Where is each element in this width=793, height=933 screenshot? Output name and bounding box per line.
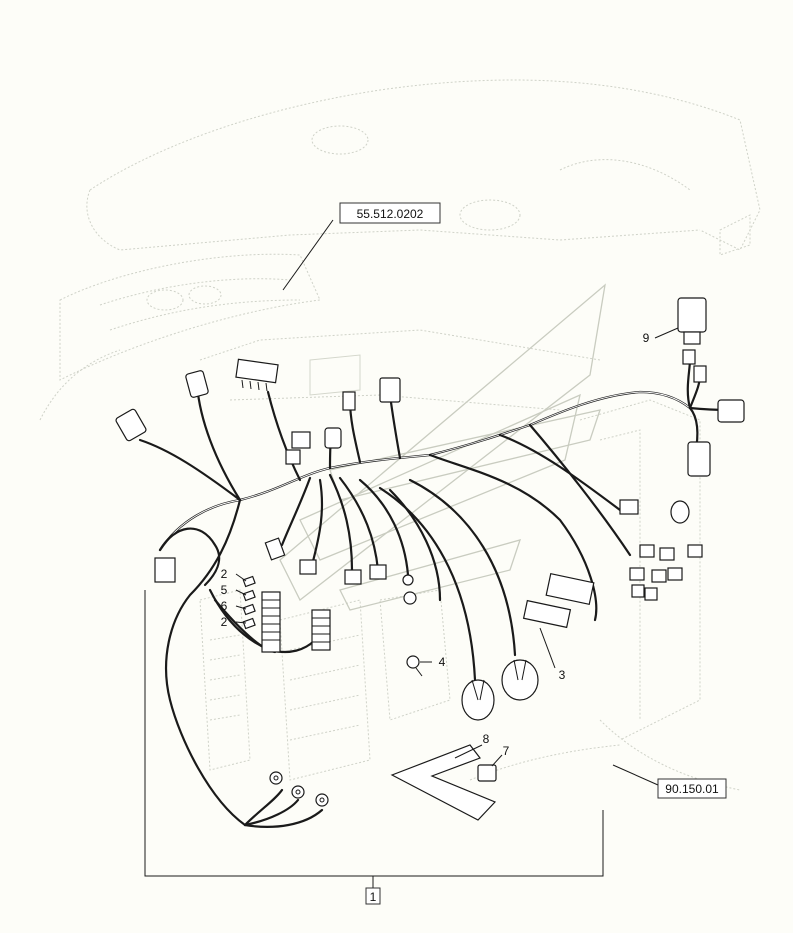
callout-3: 3	[559, 668, 566, 682]
assembly-callout-box: 1	[365, 887, 381, 905]
background-cab-outline	[39, 79, 761, 791]
reference-box-right: 90.150.01	[657, 778, 727, 799]
callout-9: 9	[643, 331, 650, 345]
leader-lines	[144, 219, 679, 888]
reference-box-top: 55.512.0202	[339, 202, 441, 224]
callout-6: 6	[221, 599, 228, 613]
background-logo-mark	[279, 283, 606, 611]
harness-connectors	[115, 297, 745, 821]
callout-7: 7	[503, 744, 510, 758]
callout-8: 8	[483, 732, 490, 746]
callout-4: 4	[439, 655, 446, 669]
callout-5: 5	[221, 583, 228, 597]
callout-2-lower: 2	[221, 615, 228, 629]
reference-label-right: 90.150.01	[665, 782, 719, 796]
callout-2-upper: 2	[221, 567, 228, 581]
reference-label-top: 55.512.0202	[357, 207, 424, 221]
item-callouts: 2 5 6 2 3 4 7 8 9	[221, 331, 650, 758]
assembly-callout-label: 1	[370, 890, 377, 904]
main-harness	[138, 358, 732, 828]
